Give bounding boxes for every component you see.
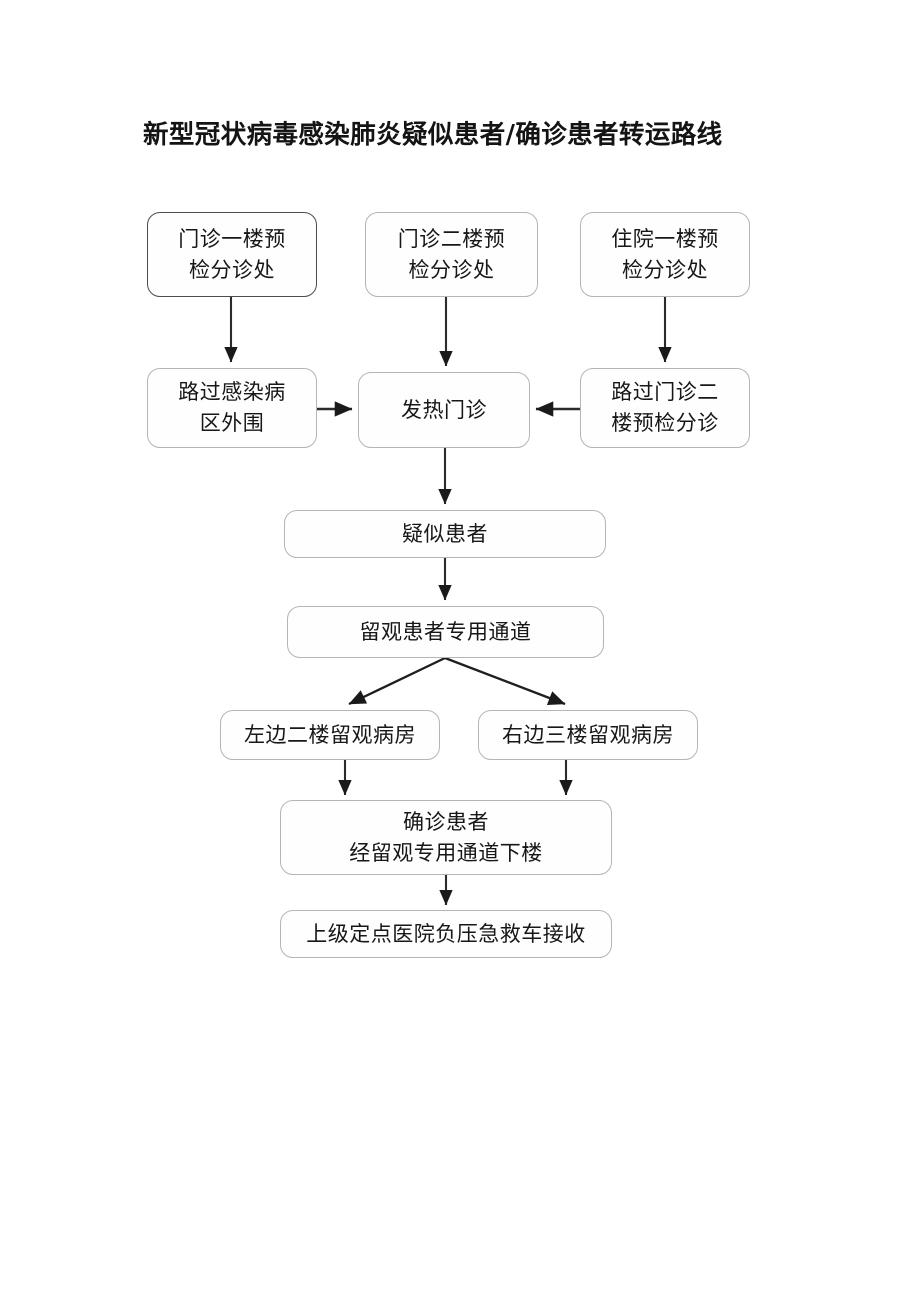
- node-label: 左边二楼留观病房: [244, 722, 416, 747]
- node-outpatient-floor2-triage[interactable]: 门诊二楼预 检分诊处: [365, 212, 538, 297]
- node-label: 门诊一楼预 检分诊处: [178, 226, 286, 282]
- node-ward-left-floor2[interactable]: 左边二楼留观病房: [220, 710, 440, 760]
- node-label: 确诊患者 经留观专用通道下楼: [349, 809, 543, 865]
- node-label: 疑似患者: [402, 521, 488, 546]
- node-confirmed-patient[interactable]: 确诊患者 经留观专用通道下楼: [280, 800, 612, 875]
- node-label: 路过门诊二 楼预检分诊: [611, 380, 719, 435]
- edge-channel-to-ward-right: [444, 656, 566, 706]
- node-label: 发热门诊: [401, 397, 487, 422]
- node-label: 上级定点医院负压急救车接收: [306, 921, 586, 946]
- node-suspected-patient[interactable]: 疑似患者: [284, 510, 606, 558]
- node-outpatient-floor1-triage[interactable]: 门诊一楼预 检分诊处: [147, 212, 317, 297]
- node-inpatient-floor1-triage[interactable]: 住院一楼预 检分诊处: [580, 212, 750, 297]
- node-label: 留观患者专用通道: [359, 619, 532, 644]
- node-ward-right-floor3[interactable]: 右边三楼留观病房: [478, 710, 698, 760]
- node-label: 住院一楼预 检分诊处: [611, 226, 719, 282]
- node-fever-clinic[interactable]: 发热门诊: [358, 372, 530, 448]
- node-label: 路过感染病 区外围: [178, 380, 286, 435]
- node-pass-outpatient-floor2[interactable]: 路过门诊二 楼预检分诊: [580, 368, 750, 448]
- node-pass-infection-ward-outer[interactable]: 路过感染病 区外围: [147, 368, 317, 448]
- node-observation-channel[interactable]: 留观患者专用通道: [287, 606, 604, 658]
- node-ambulance-transfer[interactable]: 上级定点医院负压急救车接收: [280, 910, 612, 958]
- page-title: 新型冠状病毒感染肺炎疑似患者/确诊患者转运路线: [143, 120, 723, 150]
- node-label: 右边三楼留观病房: [502, 722, 674, 747]
- edge-channel-to-ward-left: [348, 656, 446, 706]
- node-label: 门诊二楼预 检分诊处: [397, 226, 506, 282]
